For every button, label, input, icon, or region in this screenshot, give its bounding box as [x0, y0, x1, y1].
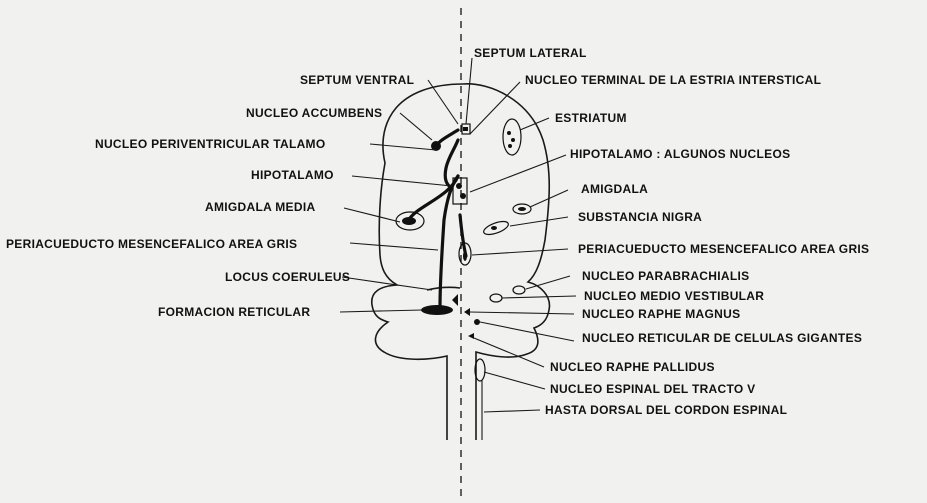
label-septum-lateral: SEPTUM LATERAL	[474, 46, 587, 60]
label-locus-coeruleus: LOCUS COERULEUS	[225, 270, 350, 284]
label-substancia-nigra: SUBSTANCIA NIGRA	[578, 210, 702, 224]
label-nucleo-periventricular: NUCLEO PERIVENTRICULAR TALAMO	[95, 137, 325, 151]
label-nucleo-raphe-magnus: NUCLEO RAPHE MAGNUS	[582, 307, 740, 321]
label-nucleo-terminal: NUCLEO TERMINAL DE LA ESTRIA INTERSTICAL	[525, 73, 821, 87]
label-nucleo-parabrachialis: NUCLEO PARABRACHIALIS	[582, 269, 749, 283]
label-periacueducto-right: PERIACUEDUCTO MESENCEFALICO AREA GRIS	[578, 242, 869, 256]
pathways	[410, 130, 466, 308]
label-nucleo-medio-vestibular: NUCLEO MEDIO VESTIBULAR	[584, 289, 764, 303]
nuclei	[396, 119, 531, 440]
label-amigdala-media: AMIGDALA MEDIA	[205, 200, 315, 214]
label-nucleo-reticular-gigantes: NUCLEO RETICULAR DE CELULAS GIGANTES	[582, 331, 862, 345]
label-amigdala: AMIGDALA	[581, 182, 648, 196]
label-periacueducto-left: PERIACUEDUCTO MESENCEFALICO AREA GRIS	[6, 237, 297, 251]
label-septum-ventral: SEPTUM VENTRAL	[300, 73, 414, 87]
label-nucleo-accumbens: NUCLEO ACCUMBENS	[246, 106, 382, 120]
label-formacion-reticular: FORMACION RETICULAR	[158, 305, 310, 319]
label-estriatum: ESTRIATUM	[555, 111, 627, 125]
label-hasta-dorsal: HASTA DORSAL DEL CORDON ESPINAL	[545, 403, 787, 417]
label-hipotalamo-nucleos: HIPOTALAMO : ALGUNOS NUCLEOS	[570, 147, 790, 161]
label-nucleo-espinal: NUCLEO ESPINAL DEL TRACTO V	[550, 382, 755, 396]
label-nucleo-raphe-pallidus: NUCLEO RAPHE PALLIDUS	[550, 360, 715, 374]
label-hipotalamo: HIPOTALAMO	[251, 168, 334, 182]
